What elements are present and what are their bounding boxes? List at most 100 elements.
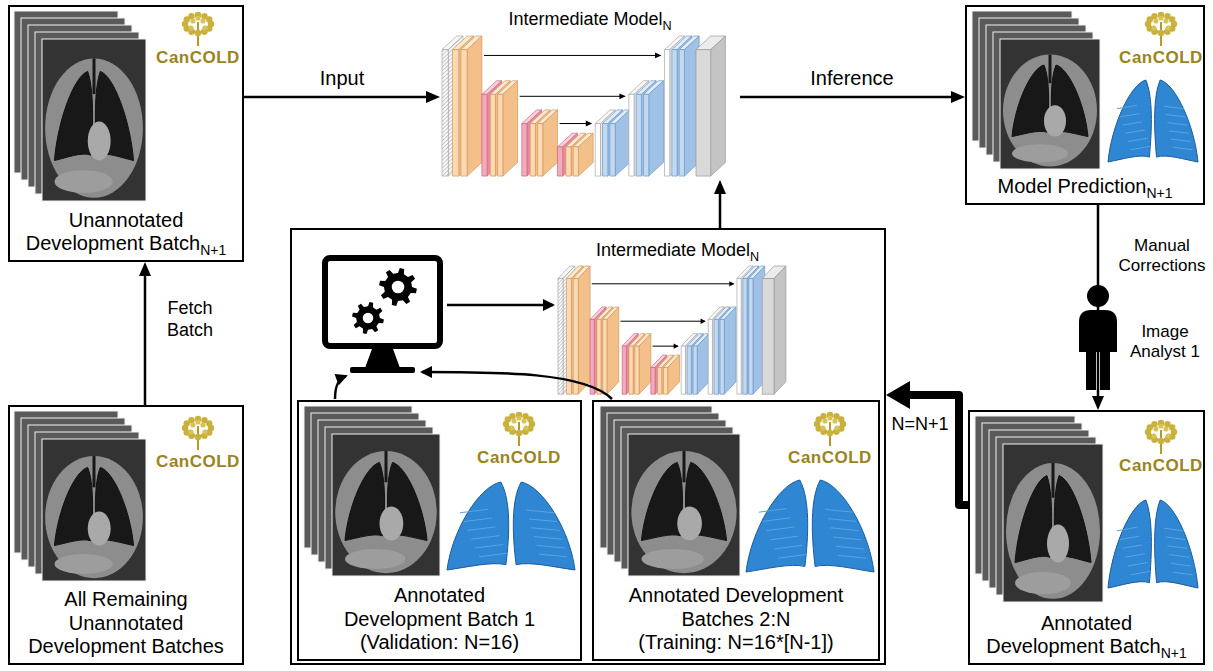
tree-leaf xyxy=(188,25,193,30)
person-leg xyxy=(1100,350,1110,390)
ct-slice xyxy=(1003,444,1103,602)
monitor-screen xyxy=(325,258,440,346)
layer-side xyxy=(697,334,709,395)
layer-front xyxy=(714,319,718,394)
tree-leaf xyxy=(188,417,194,423)
box-title: All Remaining Unannotated Development Ba… xyxy=(24,588,229,659)
lung-mask-lobe xyxy=(812,480,874,572)
edge-label: Fetch Batch xyxy=(159,298,221,341)
lung-mask-lobe xyxy=(746,480,808,572)
tree-leaf xyxy=(202,25,207,30)
lung-mask-texture xyxy=(531,528,559,531)
layer-front xyxy=(498,94,503,176)
ct-liver xyxy=(54,554,112,574)
gear-icon xyxy=(352,302,384,334)
text-block: Annotated Development BatchN+1 xyxy=(970,612,1203,659)
layer-front xyxy=(482,94,487,176)
ct-body xyxy=(335,451,437,573)
network-model: Intermediate ModelN xyxy=(555,236,800,398)
lung-mask xyxy=(447,482,575,570)
tree-leaf xyxy=(1165,433,1170,438)
tree-leaf xyxy=(190,422,195,427)
lung-mask-texture xyxy=(830,528,858,531)
ct-trachea xyxy=(93,58,96,94)
logo-tree xyxy=(182,12,214,46)
person-leg xyxy=(1086,350,1096,390)
ct-trachea xyxy=(1052,463,1055,498)
layer-front xyxy=(651,368,655,395)
box-note: (Training: N=16*[N-1]) xyxy=(595,631,877,655)
layer-front xyxy=(635,346,639,394)
text-block: Model PredictionN+1 xyxy=(967,175,1203,199)
tree-leaf xyxy=(1163,18,1168,23)
batch-box: Unannotated Development BatchN+1 xyxy=(8,5,244,262)
tree-leaf xyxy=(509,413,515,419)
lung-mask xyxy=(1108,80,1198,162)
unet-illustration xyxy=(558,266,786,394)
tree-leaf xyxy=(1163,426,1168,431)
tree-leaf xyxy=(1151,433,1156,438)
layer-front xyxy=(696,50,711,176)
layer-front xyxy=(573,278,578,394)
monitor-base xyxy=(350,367,415,373)
ct-slice xyxy=(42,39,146,201)
tree-leaf xyxy=(1158,423,1163,428)
layer-front xyxy=(629,346,633,394)
subscript: N xyxy=(750,250,759,264)
layer-front xyxy=(708,319,712,394)
lung-mask-texture xyxy=(770,536,798,540)
logo-tree xyxy=(1145,12,1177,46)
lung-mask-texture xyxy=(539,554,567,557)
tree-leaf xyxy=(523,425,528,430)
layer-front xyxy=(658,368,662,395)
lung-mask-texture xyxy=(1171,139,1191,141)
batch-box: Annotated Development Batch 1(Validation… xyxy=(297,400,582,661)
tree-leaf xyxy=(827,430,833,436)
box-note: (Validation: N=16) xyxy=(300,631,580,655)
lung-mask-texture xyxy=(774,545,802,549)
flow-arrow xyxy=(335,376,346,399)
edge-label: Manual Corrections xyxy=(1115,236,1209,277)
lung-mask-texture xyxy=(1122,122,1142,125)
layer-side xyxy=(639,334,651,395)
lung-mask-texture xyxy=(1166,114,1186,116)
gear-icon xyxy=(379,268,417,306)
tree-leaf xyxy=(188,429,193,434)
skip-connection xyxy=(520,96,625,97)
lung-mask-texture xyxy=(1164,106,1184,108)
tree-leaf xyxy=(1151,13,1157,19)
lung-mask-texture xyxy=(833,537,861,540)
lung-mask-texture xyxy=(759,509,787,513)
layer-side xyxy=(543,110,558,176)
layer-front xyxy=(610,124,615,177)
ct-stack xyxy=(14,411,146,581)
logo-tree xyxy=(182,416,214,450)
layer-front xyxy=(566,278,571,394)
ct-liver xyxy=(1012,144,1068,162)
logo-text: CanCOLD xyxy=(476,448,562,468)
ct-stack xyxy=(975,416,1103,602)
lung-mask-texture xyxy=(1120,536,1140,540)
ct-lung xyxy=(345,462,385,540)
layer-front xyxy=(442,50,448,176)
skip-connection xyxy=(484,55,660,56)
logo-text: CanCOLD xyxy=(155,48,241,68)
tree-leaf xyxy=(1158,438,1164,444)
layer-side xyxy=(634,81,649,176)
layer-side xyxy=(774,266,786,394)
tree-leaf xyxy=(521,418,526,423)
layer-front xyxy=(573,147,578,176)
layer-side xyxy=(594,307,606,394)
unet-illustration xyxy=(442,36,725,176)
text-line: Intermediate ModelN xyxy=(558,240,798,261)
tree-leaf xyxy=(838,416,844,422)
lung-mask-texture xyxy=(1122,545,1142,549)
lung-mask-texture xyxy=(1131,146,1151,149)
tree-leaf xyxy=(527,416,533,422)
layer-front xyxy=(522,124,527,177)
lung-mask-lobe xyxy=(1155,500,1198,588)
layer-front xyxy=(597,319,601,394)
subscript: N+1 xyxy=(1161,645,1187,661)
batch-box: Annotated Development Batches 2:N(Traini… xyxy=(592,400,880,661)
